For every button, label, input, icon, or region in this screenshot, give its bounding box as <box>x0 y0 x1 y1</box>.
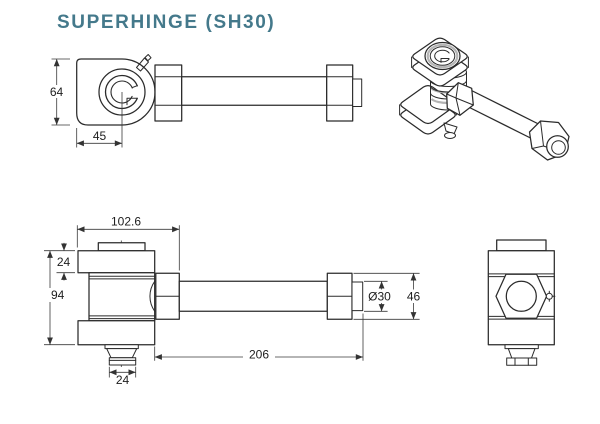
top-tab <box>97 242 146 252</box>
dimension-overall-width: 102.6 <box>76 215 180 271</box>
dim-label-46: 46 <box>407 289 421 303</box>
top-tab <box>496 239 547 252</box>
front-view-drawing: 102.6 24 94 24 206 <box>44 215 423 387</box>
isometric-view-drawing <box>399 37 570 161</box>
washer-bands <box>88 275 156 320</box>
dim-label-94: 94 <box>51 288 65 302</box>
dimension-bar-diameter: Ø30 <box>364 280 394 312</box>
dim-label-206: 206 <box>249 348 269 362</box>
threaded-bar <box>178 280 328 312</box>
iso-end-cap <box>546 135 569 158</box>
dim-label-45: 45 <box>93 129 107 143</box>
hex-nut-end <box>326 64 363 122</box>
iso-grease-nipple <box>443 122 458 139</box>
dim-label-64: 64 <box>50 85 64 99</box>
end-view-drawing <box>487 239 556 366</box>
grease-nipple-icon <box>136 54 152 72</box>
iso-hex-nut-end <box>528 120 570 161</box>
dim-label-102-6: 102.6 <box>111 215 141 229</box>
bottom-plate <box>77 320 156 346</box>
dimension-total-height: 94 <box>44 250 75 346</box>
grease-nipple-icon <box>104 344 139 366</box>
dim-label-24-plate: 24 <box>57 255 71 269</box>
bar-end-cap <box>352 78 363 107</box>
side-view-drawing: 64 45 <box>48 54 363 148</box>
hex-nut-end <box>326 272 364 320</box>
dimension-pin-offset: 45 <box>76 128 123 148</box>
hex-nut-face <box>495 273 548 319</box>
dim-label-24-nipple: 24 <box>116 373 130 387</box>
dimension-bar-length: 206 <box>154 313 364 362</box>
iso-bottom-plate <box>399 84 457 135</box>
hex-nut-inner <box>154 64 183 122</box>
grease-nipple-icon <box>504 344 539 366</box>
dimension-plate-thickness: 24 <box>56 242 75 281</box>
bar-end-circle <box>505 280 537 312</box>
top-plate <box>77 250 156 274</box>
bar-end-cap <box>351 281 364 312</box>
brand-g-logo-slot <box>434 49 451 63</box>
pivot-cylinder <box>88 272 156 322</box>
iso-pin-boss <box>424 41 461 71</box>
page-title: SUPERHINGE (SH30) <box>57 12 275 33</box>
dimension-nut-width: 46 <box>353 272 423 320</box>
dimension-body-height: 64 <box>48 58 70 126</box>
threaded-bar <box>181 76 328 106</box>
bar-end-arc <box>149 280 156 312</box>
iso-hex-nut-inner <box>446 82 474 116</box>
hex-nut-inner <box>155 272 180 320</box>
grease-screw-icon <box>545 290 556 302</box>
dim-label-d30: Ø30 <box>368 289 391 303</box>
dimension-nipple-width: 24 <box>108 366 137 387</box>
